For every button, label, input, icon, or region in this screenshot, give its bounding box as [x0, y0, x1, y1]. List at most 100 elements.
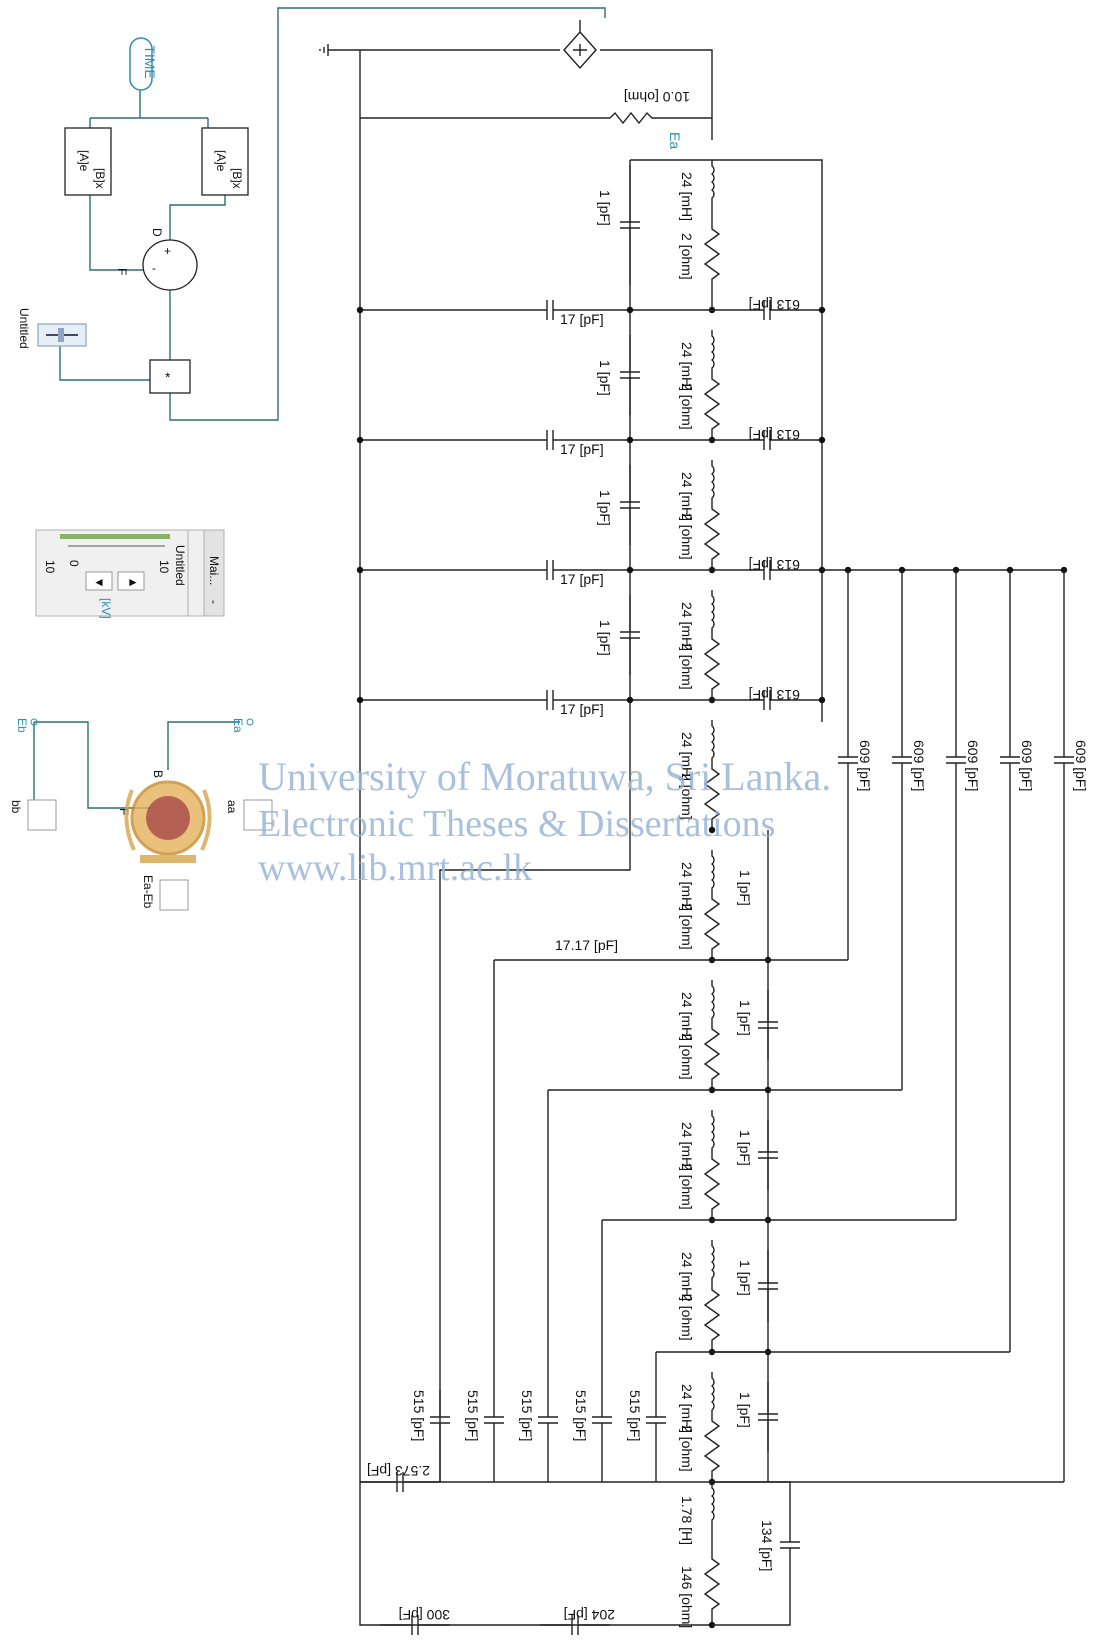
mid-cap-label: 17.17 [pF]: [555, 937, 618, 953]
small-cap-label: 1 [pF]: [737, 1392, 753, 1428]
resistor: [703, 505, 721, 570]
time-label: TIME: [142, 45, 158, 78]
svg-text:[B]x: [B]x: [230, 168, 244, 189]
slider-control[interactable]: Untitled: [17, 308, 87, 349]
ground-capacitor: [538, 1390, 558, 1450]
inductor-label: 24 [mH]: [679, 1122, 695, 1171]
ground-capacitor: [592, 1390, 612, 1450]
svg-text:Untitled: Untitled: [173, 545, 187, 586]
feed-cap-label: 609 [pF]: [911, 740, 927, 791]
svg-text:►: ►: [127, 575, 139, 589]
watermark: University of Moratuwa, Sri Lanka. Elect…: [258, 754, 831, 889]
small-cap-label: 1 [pF]: [737, 1000, 753, 1036]
inductor-label: 24 [mH]: [679, 472, 695, 521]
series-cap-label: 613 [pF]: [749, 297, 800, 313]
ground-capacitor: [484, 1390, 504, 1450]
resistor: [703, 895, 721, 960]
feed-capacitor: [838, 730, 858, 790]
resistor: [703, 1555, 721, 1625]
feed-cap-label: 609 [pF]: [965, 740, 981, 791]
ground-capacitor: [430, 1390, 450, 1450]
series-capacitor: [712, 690, 822, 710]
inductor: [710, 1240, 715, 1286]
svg-text:-: -: [207, 600, 221, 604]
svg-text:[kV]: [kV]: [99, 598, 113, 619]
svg-text:D: D: [150, 228, 164, 237]
junction-dot: [818, 436, 826, 444]
base-cap-label: 2.573 [pF]: [367, 1463, 430, 1479]
resistor: [703, 1417, 721, 1482]
feed-capacitor: [1054, 730, 1074, 790]
inductor: [710, 330, 715, 375]
resistor: [703, 1155, 721, 1220]
final-cap-label: 134 [pF]: [759, 1520, 775, 1571]
feed-capacitor: [946, 730, 966, 790]
resistor: [703, 1025, 721, 1090]
inductor-label: 24 [mH]: [679, 862, 695, 911]
svg-text:University of Moratuwa, Sri La: University of Moratuwa, Sri Lanka.: [258, 754, 831, 799]
shunt-cap-label: 17 [pF]: [560, 441, 604, 457]
inductor: [710, 1372, 715, 1417]
series-cap-label: 613 [pF]: [749, 557, 800, 573]
ground-cap-label: 515 [pF]: [573, 1390, 589, 1441]
small-capacitor: [758, 1120, 778, 1190]
series-capacitor: [712, 430, 822, 450]
svg-text:Mai...: Mai...: [207, 556, 221, 585]
cap-300: [380, 1615, 450, 1635]
slider-panel[interactable]: Mai... - Untitled 10 0 10 ► ◄ [kV]: [35, 529, 225, 619]
svg-text:bb: bb: [9, 800, 23, 814]
small-cap-label: 1 [pF]: [737, 1260, 753, 1296]
inductor-label: 24 [mH]: [679, 1384, 695, 1433]
resistor-label: 2 [ohm]: [679, 1033, 695, 1080]
product-block[interactable]: *: [149, 359, 191, 394]
feed-cap-label: 609 [pF]: [1073, 740, 1089, 791]
mul-block-left[interactable]: [A]e [B]x: [64, 127, 112, 196]
junction-dot: [356, 436, 364, 444]
voltage-meters: Eb Ea bb aa Ea-Eb B F: [9, 718, 273, 911]
series-capacitor: [712, 300, 822, 320]
base-capacitor: [360, 1472, 440, 1492]
shunt-capacitor: [530, 560, 570, 580]
ladder-network: [356, 160, 1074, 1635]
inductor-label: 24 [mH]: [679, 732, 695, 781]
resistor: [703, 1286, 721, 1352]
resistor: [703, 375, 721, 440]
small-capacitor: [620, 465, 640, 545]
junction-dot: [818, 306, 826, 314]
small-capacitor: [758, 1250, 778, 1322]
inductor: [710, 460, 715, 505]
svg-text:www.lib.mrt.ac.lk: www.lib.mrt.ac.lk: [258, 847, 532, 889]
svg-text:Ea-Eb: Ea-Eb: [141, 875, 155, 909]
svg-text:[A]e: [A]e: [214, 150, 228, 172]
svg-text:0: 0: [67, 560, 81, 567]
inductor: [710, 720, 715, 765]
resistor-label: 2 [ohm]: [679, 903, 695, 950]
small-capacitor: [758, 990, 778, 1060]
resistor-label: 2 [ohm]: [679, 1294, 695, 1341]
svg-text:Eb: Eb: [15, 718, 29, 733]
inductor-label: 24 [mH]: [679, 342, 695, 391]
small-capacitor: [620, 595, 640, 675]
mul-block-right[interactable]: [A]e [B]x: [201, 127, 249, 196]
final-inductor-label: 1.78 [H]: [679, 1496, 695, 1545]
svg-text:◄: ◄: [93, 575, 105, 589]
final-resistor-label: 146 [ohm]: [679, 1566, 695, 1628]
time-source[interactable]: TIME: [129, 37, 158, 91]
small-cap-label: 1 [pF]: [737, 870, 753, 906]
summing-junction[interactable]: + - D F: [115, 228, 198, 291]
resistor-label: 2 [ohm]: [679, 233, 695, 280]
junction-dot: [356, 566, 364, 574]
control-wiring: [59, 7, 606, 421]
feed-capacitor: [1000, 730, 1020, 790]
small-capacitor: [758, 1382, 778, 1452]
junction-dot: [356, 696, 364, 704]
shunt-cap-label: 17 [pF]: [560, 701, 604, 717]
feed-cap-label: 609 [pF]: [1019, 740, 1035, 791]
resistor: [703, 635, 721, 700]
junction-dot: [818, 696, 826, 704]
series-capacitor: [712, 560, 822, 580]
series-cap-label: 613 [pF]: [749, 687, 800, 703]
svg-text:[A]e: [A]e: [77, 150, 91, 172]
resistor: [703, 765, 721, 830]
small-cap-label: 1 [pF]: [597, 490, 613, 526]
